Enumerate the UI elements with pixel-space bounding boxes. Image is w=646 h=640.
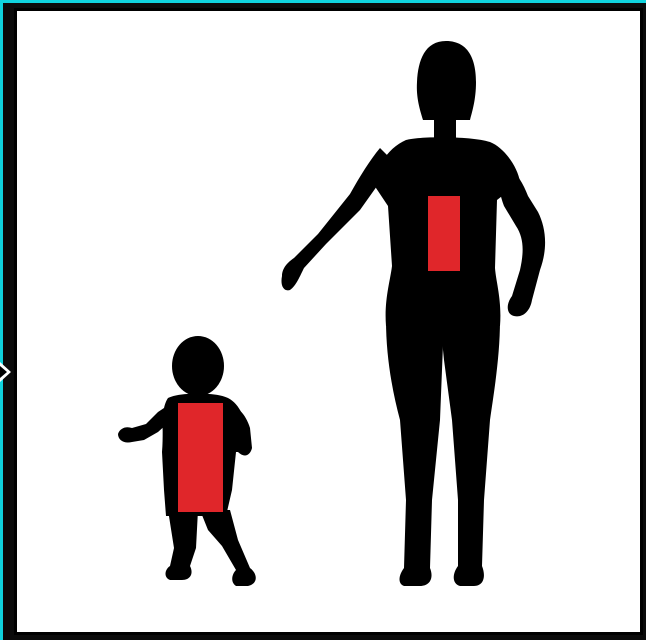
adult-legs-right xyxy=(440,320,500,586)
adult-left-arm xyxy=(281,148,394,290)
child-head xyxy=(172,336,224,396)
adult-marker xyxy=(428,196,460,271)
child-marker xyxy=(178,403,223,512)
child-left-leg xyxy=(166,510,199,580)
adult-right-arm xyxy=(498,158,545,316)
adult-legs xyxy=(386,320,444,586)
child-right-leg xyxy=(200,510,256,586)
adult-silhouette-icon xyxy=(281,41,545,586)
adult-head xyxy=(417,41,476,120)
